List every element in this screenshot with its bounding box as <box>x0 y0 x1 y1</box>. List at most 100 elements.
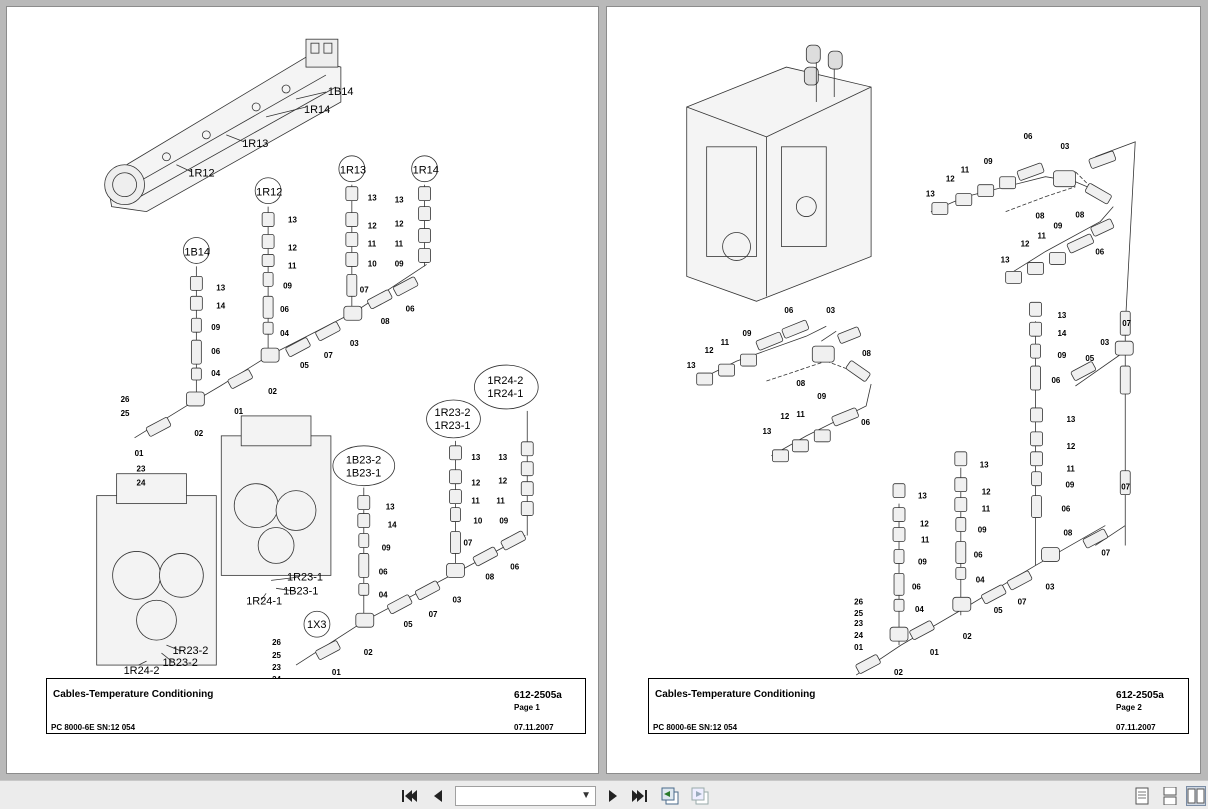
drawing-title: Cables-Temperature Conditioning <box>53 689 214 700</box>
forward-view-icon <box>691 787 709 805</box>
svg-text:11: 11 <box>288 261 297 270</box>
svg-text:04: 04 <box>280 329 289 338</box>
next-page-icon <box>609 790 617 802</box>
next-page-button[interactable] <box>603 786 623 806</box>
page-number: Page 1 <box>514 703 540 712</box>
svg-text:12: 12 <box>920 520 929 529</box>
svg-text:09: 09 <box>1065 481 1074 490</box>
svg-text:13: 13 <box>926 190 935 199</box>
svg-text:01: 01 <box>930 648 939 657</box>
last-page-button[interactable] <box>630 786 650 806</box>
svg-text:12: 12 <box>288 243 297 252</box>
single-page-icon <box>1135 787 1149 805</box>
svg-text:06: 06 <box>280 305 289 314</box>
svg-text:08: 08 <box>1075 211 1084 220</box>
svg-text:11: 11 <box>796 410 805 419</box>
svg-text:08: 08 <box>796 379 805 388</box>
svg-text:23: 23 <box>272 663 281 672</box>
svg-text:25: 25 <box>854 609 863 618</box>
svg-text:06: 06 <box>784 306 793 315</box>
svg-text:08: 08 <box>862 349 871 358</box>
drawing-number: 612-2505a <box>1116 690 1164 701</box>
svg-text:26: 26 <box>854 597 863 606</box>
svg-text:13: 13 <box>1066 415 1075 424</box>
svg-text:06: 06 <box>379 567 388 576</box>
svg-text:13: 13 <box>918 492 927 501</box>
svg-text:10: 10 <box>368 259 377 268</box>
first-page-button[interactable] <box>399 786 419 806</box>
svg-text:07: 07 <box>429 610 438 619</box>
page-selector[interactable]: ▼ <box>455 786 596 806</box>
svg-text:13: 13 <box>216 283 225 292</box>
svg-text:06: 06 <box>974 550 983 559</box>
bubble-1b23-2: 1B23-2 <box>346 455 381 467</box>
svg-text:11: 11 <box>721 338 730 347</box>
title-block: Cables-Temperature Conditioning 612-2505… <box>648 678 1189 734</box>
svg-text:05: 05 <box>1085 354 1094 363</box>
bubble-1b14: 1B14 <box>184 246 210 258</box>
svg-text:09: 09 <box>382 543 391 552</box>
svg-text:11: 11 <box>496 497 505 506</box>
svg-text:05: 05 <box>300 361 309 370</box>
svg-text:09: 09 <box>984 157 993 166</box>
continuous-page-icon <box>1163 787 1177 805</box>
drawing-title: Cables-Temperature Conditioning <box>655 689 816 700</box>
bubble-1r24-2: 1R24-2 <box>487 375 523 387</box>
bubble-1r12: 1R12 <box>256 187 282 199</box>
svg-text:13: 13 <box>1057 311 1066 320</box>
drawing-number: 612-2505a <box>514 690 562 701</box>
svg-text:12: 12 <box>1066 442 1075 451</box>
svg-text:10: 10 <box>473 517 482 526</box>
facing-pages-view-button[interactable] <box>1186 786 1206 806</box>
previous-page-button[interactable] <box>428 786 448 806</box>
svg-text:01: 01 <box>234 407 243 416</box>
svg-text:04: 04 <box>976 575 985 584</box>
svg-text:14: 14 <box>216 301 225 310</box>
svg-text:03: 03 <box>826 306 835 315</box>
continuous-view-button[interactable] <box>1160 786 1180 806</box>
svg-text:12: 12 <box>780 412 789 421</box>
svg-text:09: 09 <box>918 557 927 566</box>
svg-text:11: 11 <box>1038 232 1047 241</box>
svg-text:05: 05 <box>994 606 1003 615</box>
motor-1r24-1: 1R24-1 <box>246 595 282 607</box>
first-page-icon <box>402 790 417 802</box>
svg-text:09: 09 <box>817 392 826 401</box>
svg-text:13: 13 <box>762 427 771 436</box>
svg-text:13: 13 <box>386 503 395 512</box>
bubble-1x3: 1X3 <box>307 619 326 631</box>
svg-text:13: 13 <box>288 216 297 225</box>
go-forward-view-button[interactable] <box>690 786 710 806</box>
label-axle-1b14: 1B14 <box>328 86 354 98</box>
machine-model: PC 8000-6E SN:12 054 <box>653 723 738 732</box>
svg-text:07: 07 <box>324 351 333 360</box>
last-page-icon <box>632 790 647 802</box>
svg-text:06: 06 <box>912 582 921 591</box>
svg-text:12: 12 <box>368 222 377 231</box>
label-axle-1r13: 1R13 <box>242 138 268 150</box>
svg-text:06: 06 <box>1061 505 1070 514</box>
motor-1r24-2: 1R24-2 <box>124 665 160 677</box>
svg-text:09: 09 <box>211 323 220 332</box>
label-axle-1r12: 1R12 <box>188 168 214 180</box>
bubble-1r24-1: 1R24-1 <box>487 388 523 400</box>
svg-text:05: 05 <box>404 620 413 629</box>
svg-text:03: 03 <box>350 339 359 348</box>
previous-page-icon <box>434 790 442 802</box>
single-page-view-button[interactable] <box>1132 786 1152 806</box>
svg-text:06: 06 <box>406 304 415 313</box>
go-back-view-button[interactable] <box>660 786 680 806</box>
svg-text:06: 06 <box>211 347 220 356</box>
svg-text:02: 02 <box>364 648 373 657</box>
svg-text:06: 06 <box>1095 247 1104 256</box>
svg-text:12: 12 <box>498 477 507 486</box>
bubble-1r14: 1R14 <box>413 165 439 177</box>
svg-text:02: 02 <box>268 387 277 396</box>
svg-text:06: 06 <box>1024 132 1033 141</box>
navigation-toolbar: ▼ <box>0 780 1208 809</box>
motor-1b23-1: 1B23-1 <box>283 585 318 597</box>
motor-1r23-1: 1R23-1 <box>287 571 323 583</box>
